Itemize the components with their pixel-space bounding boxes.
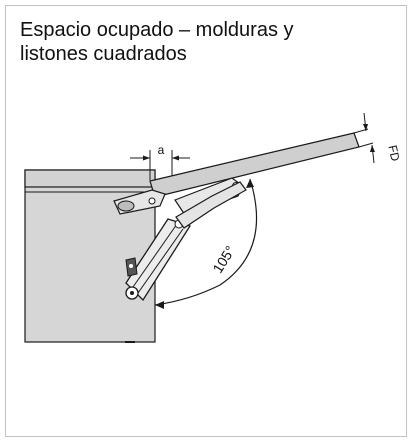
title-line-2: listones cuadrados — [20, 43, 187, 65]
front-panel — [149, 132, 360, 198]
dimension-fd: FD — [353, 112, 402, 164]
dimension-a: a — [130, 143, 190, 180]
title-line-1: Espacio ocupado – molduras y — [20, 19, 294, 41]
lift-arm — [125, 181, 247, 302]
dimension-fd-label: FD — [385, 144, 402, 163]
opening-angle-label: 105° — [209, 243, 238, 276]
cabinet-top-panel — [24, 169, 156, 188]
dimension-a-label: a — [158, 143, 165, 157]
diagram-title: Espacio ocupado – molduras y listones cu… — [20, 18, 390, 66]
